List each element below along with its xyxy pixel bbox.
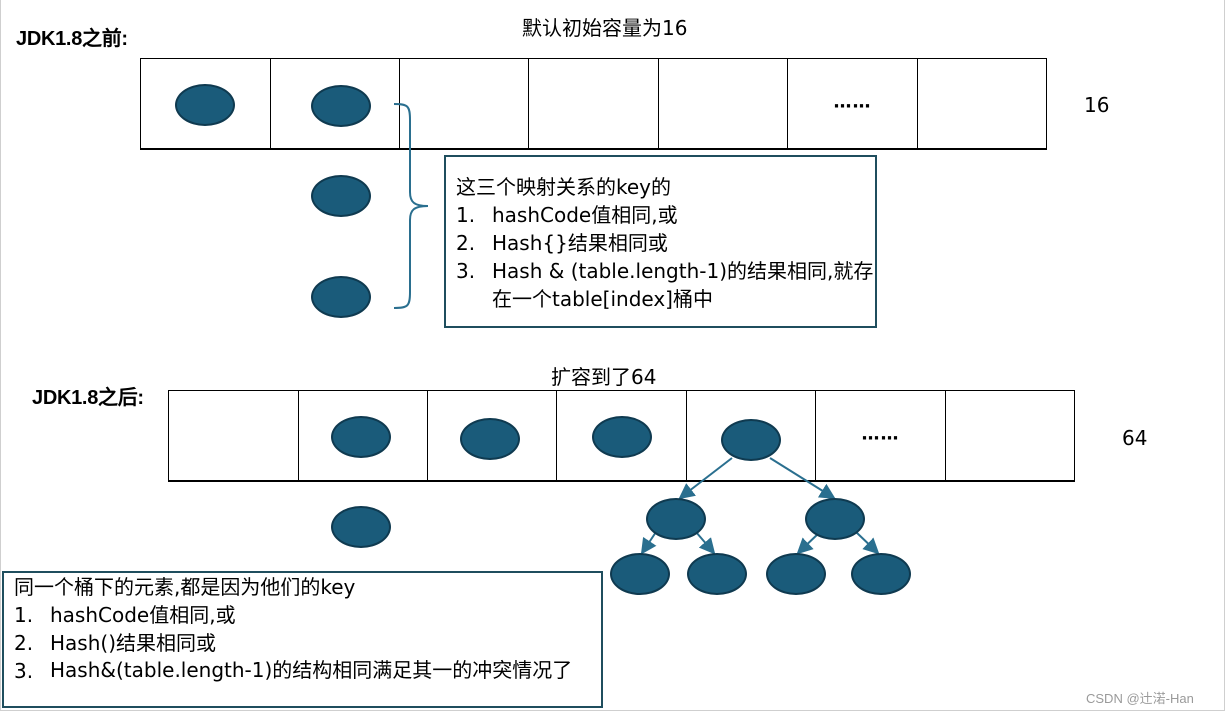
before-capacity-label: 16 bbox=[1084, 93, 1110, 117]
tree-leaf-node-4 bbox=[851, 553, 911, 595]
after-bucket-5: …… bbox=[816, 391, 946, 480]
after-node-bucket2 bbox=[460, 418, 520, 460]
after-bucket-table: …… bbox=[168, 390, 1075, 482]
after-note-item: 2.Hash()结果相同或 bbox=[14, 631, 216, 655]
after-note-item: 1.hashCode值相同,或 bbox=[14, 603, 236, 627]
before-chain-node-2 bbox=[311, 276, 371, 318]
before-note-title: 这三个映射关系的key的 bbox=[456, 175, 672, 199]
tree-right-node bbox=[805, 498, 865, 540]
watermark: CSDN @辻渃-Han bbox=[1086, 691, 1194, 706]
before-note-list: 1.hashCode值相同,或 2.Hash{}结果相同或 3.Hash & (… bbox=[446, 201, 875, 313]
before-bucket-table: …… bbox=[140, 58, 1047, 150]
after-note-title: 同一个桶下的元素,都是因为他们的key bbox=[14, 575, 356, 599]
before-bucket-5: …… bbox=[788, 59, 918, 148]
after-ellipsis: …… bbox=[861, 422, 900, 444]
tree-leaf-node-1 bbox=[610, 553, 670, 595]
after-bucket-6 bbox=[946, 391, 1074, 480]
tree-leaf-node-3 bbox=[766, 553, 826, 595]
after-node-bucket1 bbox=[331, 416, 391, 458]
tree-edges bbox=[640, 457, 880, 555]
after-bucket-2 bbox=[428, 391, 557, 480]
before-bucket-0 bbox=[141, 59, 271, 148]
after-note-list: 1.hashCode值相同,或 2.Hash()结果相同或 3.Hash&(ta… bbox=[4, 601, 601, 685]
before-heading: JDK1.8之前: bbox=[16, 28, 128, 50]
before-collision-note: 这三个映射关系的key的 1.hashCode值相同,或 2.Hash{}结果相… bbox=[444, 155, 877, 328]
before-node-bucket0 bbox=[175, 84, 235, 126]
after-chain-node bbox=[331, 506, 391, 548]
before-note-item: 2.Hash{}结果相同或 bbox=[456, 231, 668, 255]
after-bucket-4 bbox=[687, 391, 816, 480]
tree-root-node bbox=[721, 419, 781, 461]
before-bucket-6 bbox=[918, 59, 1046, 148]
before-chain-node-1 bbox=[311, 175, 371, 217]
after-collision-note: 同一个桶下的元素,都是因为他们的key 1.hashCode值相同,或 2.Ha… bbox=[2, 571, 603, 708]
before-note-item: 3.Hash & (table.length-1)的结果相同,就存在一个tabl… bbox=[456, 259, 874, 311]
before-ellipsis: …… bbox=[833, 90, 872, 112]
after-bucket-0 bbox=[169, 391, 299, 480]
before-node-bucket1 bbox=[311, 85, 371, 127]
after-caption: 扩容到了64 bbox=[551, 365, 657, 389]
after-note-item: 3.Hash&(table.length-1)的结构相同满足其一的冲突情况了 bbox=[14, 658, 573, 683]
before-caption: 默认初始容量为16 bbox=[522, 16, 688, 40]
before-bucket-2 bbox=[400, 59, 529, 148]
tree-leaf-node-2 bbox=[687, 553, 747, 595]
after-node-bucket3 bbox=[592, 416, 652, 458]
before-bucket-4 bbox=[659, 59, 788, 148]
before-note-item: 1.hashCode值相同,或 bbox=[456, 203, 678, 227]
curly-brace-connector bbox=[393, 103, 429, 309]
after-bucket-3 bbox=[557, 391, 687, 480]
before-bucket-3 bbox=[529, 59, 659, 148]
after-bucket-1 bbox=[299, 391, 428, 480]
after-heading: JDK1.8之后: bbox=[32, 387, 144, 409]
after-capacity-label: 64 bbox=[1122, 426, 1148, 450]
tree-left-node bbox=[646, 498, 706, 540]
